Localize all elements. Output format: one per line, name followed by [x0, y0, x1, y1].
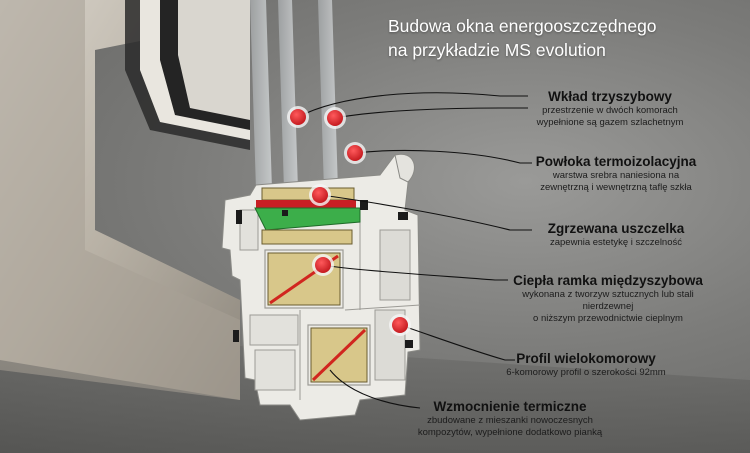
marker-triple-glazing-1: [290, 109, 306, 125]
label-welded-seal: Zgrzewana uszczelka zapewnia estetykę i …: [516, 221, 716, 249]
label-thermal-reinforcement: Wzmocnienie termiczne zbudowane z miesza…: [390, 399, 630, 439]
label-desc-line: zapewnia estetykę i szczelność: [549, 237, 682, 248]
label-triple-glazing: Wkład trzyszybowy przestrzenie w dwóch k…: [500, 89, 720, 129]
title-line-1: Budowa okna energooszczędnego: [388, 16, 657, 36]
label-desc-line: zewnętrzną i wewnętrzną taflę szkła: [540, 182, 692, 193]
leader-lines: [297, 92, 532, 409]
label-desc-line: o niższym przewodnictwie cieplnym: [533, 313, 683, 324]
label-heading: Powłoka termoizolacyjna: [535, 154, 697, 169]
label-multichamber-profile: Profil wielokomorowy 6-komorowy profil o…: [486, 351, 686, 379]
label-desc-line: wykonana z tworzyw sztucznych lub stali: [522, 289, 694, 300]
glass-pane-1: [250, 0, 272, 190]
label-heading: Profil wielokomorowy: [516, 351, 656, 366]
gaskets: [233, 200, 413, 348]
label-desc-line: przestrzenie w dwóch komorach: [542, 105, 678, 116]
label-heading: Zgrzewana uszczelka: [547, 221, 685, 236]
spacer-and-seal: [254, 200, 361, 245]
label-desc-line: nierdzewnej: [582, 301, 634, 312]
title-line-2: na przykładzie MS evolution: [388, 40, 606, 60]
marker-multichamber-profile: [392, 317, 408, 333]
glass-pane-2: [278, 0, 298, 190]
marker-coating: [347, 145, 363, 161]
label-desc-line: kompozytów, wypełnione dodatkowo pianką: [417, 427, 603, 438]
label-thermal-coating: Powłoka termoizolacyjna warstwa srebra n…: [516, 154, 716, 194]
marker-welded-seal: [312, 187, 328, 203]
label-desc-line: 6-komorowy profil o szerokości 92mm: [506, 367, 666, 378]
markers: [287, 106, 411, 336]
label-heading: Wzmocnienie termiczne: [433, 399, 587, 414]
label-heading: Ciepła ramka międzyszybowa: [513, 273, 703, 288]
label-heading: Wkład trzyszybowy: [548, 89, 672, 104]
diagram-title: Budowa okna energooszczędnego na przykła…: [388, 14, 728, 62]
label-desc-line: warstwa srebra naniesiona na: [552, 170, 680, 181]
label-desc-line: zbudowane z mieszanki nowoczesnych: [427, 415, 593, 426]
glass-pane-3: [318, 0, 338, 190]
marker-triple-glazing-2: [327, 110, 343, 126]
label-warm-spacer: Ciepła ramka międzyszybowa wykonana z tw…: [488, 273, 728, 325]
label-desc-line: wypełnione są gazem szlachetnym: [536, 117, 684, 128]
marker-warm-spacer: [315, 257, 331, 273]
